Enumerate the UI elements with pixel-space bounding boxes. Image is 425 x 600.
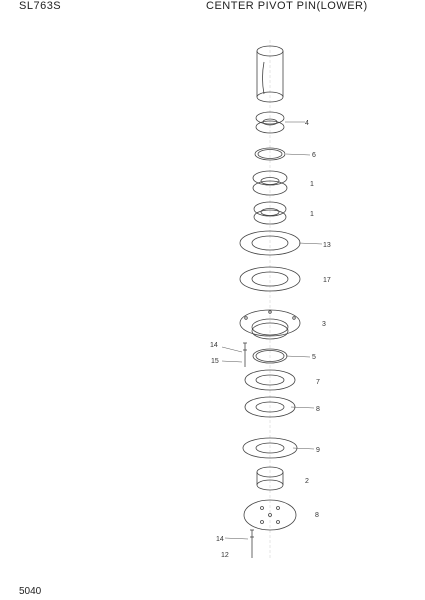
leader-8 (290, 406, 315, 409)
cover-bolt (250, 529, 254, 558)
leader-13 (298, 242, 323, 245)
callout-label: 8 (316, 406, 320, 413)
callout-label: 14 (216, 536, 224, 543)
callout-label: 7 (316, 379, 320, 386)
leader-15 (221, 360, 243, 363)
cover-plate (243, 499, 297, 531)
bushing (256, 466, 284, 491)
callout-label: 9 (316, 447, 320, 454)
callout-label: 8 (315, 512, 319, 519)
housing-plate (239, 309, 301, 340)
spacer-plate-upper (244, 369, 296, 391)
shim-plate-lower (239, 266, 301, 292)
callout-label: 1 (310, 211, 314, 218)
callout-label: 14 (210, 342, 218, 349)
pivot-pin (256, 45, 284, 103)
callout-label: 6 (312, 152, 316, 159)
callout-label: 5 (312, 354, 316, 361)
callout-label: 12 (221, 552, 229, 559)
callout-label: 15 (211, 358, 219, 365)
leader-9 (292, 447, 315, 450)
leader-6 (285, 153, 311, 156)
bearing-cone-upper (252, 170, 288, 196)
page-number: 5040 (19, 586, 42, 597)
leader-14 (221, 346, 243, 353)
callout-label: 17 (323, 277, 331, 284)
small-bolt (243, 342, 247, 367)
leader-5 (285, 355, 311, 358)
callout-label: 2 (305, 478, 309, 485)
bearing-cone-lower (253, 201, 287, 225)
callout-label: 1 (310, 181, 314, 188)
spacer (255, 111, 285, 134)
model-code: SL763S (19, 0, 62, 12)
callout-label: 4 (305, 120, 309, 127)
diagram-title: CENTER PIVOT PIN(LOWER) (206, 0, 368, 12)
leader-14b (224, 537, 249, 540)
seal-ring (254, 147, 286, 161)
callout-label: 13 (323, 242, 331, 249)
callout-label: 3 (322, 321, 326, 328)
